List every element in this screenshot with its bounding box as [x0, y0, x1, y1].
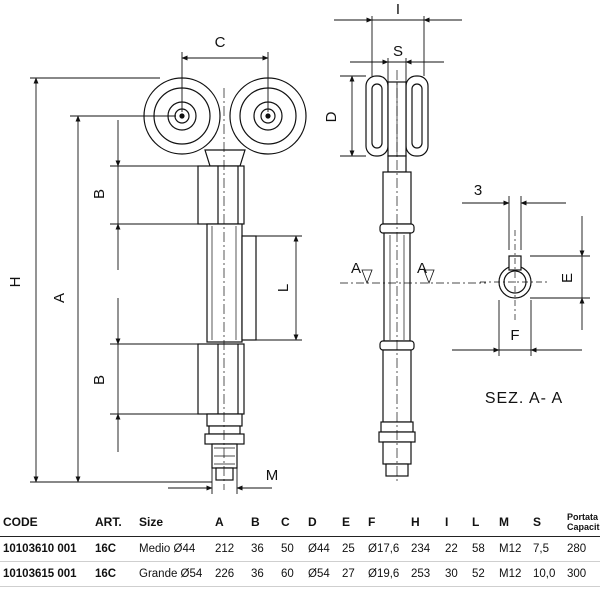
section-title: SEZ. A- A [485, 390, 563, 407]
cell-b: 36 [248, 561, 278, 587]
cell-f: Ø19,6 [365, 561, 408, 587]
cell-s: 10,0 [530, 561, 564, 587]
cell-art: 16C [92, 561, 136, 587]
cell-a: 226 [212, 561, 248, 587]
label-m: M [266, 467, 279, 484]
cell-l: 52 [469, 561, 496, 587]
label-f: F [510, 327, 519, 344]
header-capacity-line2: Capacit [567, 522, 600, 532]
section-mark-left: A [351, 260, 361, 277]
header-m: M [496, 508, 530, 537]
header-b: B [248, 508, 278, 537]
cell-d: Ø44 [305, 536, 339, 562]
section-dimensions [452, 196, 590, 356]
section-a-a [480, 230, 548, 320]
header-e: E [339, 508, 365, 537]
cell-h: 253 [408, 561, 442, 587]
label-h: H [7, 277, 24, 288]
header-capacity-line1: Portata [567, 512, 599, 522]
cell-m: M12 [496, 561, 530, 587]
header-art: ART. [92, 508, 136, 537]
cell-code: 10103615 001 [0, 561, 92, 587]
cell-code: 10103610 001 [0, 536, 92, 562]
label-l: L [275, 284, 292, 292]
cell-art: 16C [92, 536, 136, 562]
header-size: Size [136, 508, 212, 537]
label-three: 3 [474, 182, 482, 199]
header-a: A [212, 508, 248, 537]
label-b-top: B [91, 189, 108, 199]
label-c: C [215, 34, 226, 51]
cell-i: 22 [442, 536, 469, 562]
label-e: E [559, 273, 576, 283]
header-c: C [278, 508, 305, 537]
section-mark-right: A [417, 260, 427, 277]
cell-capacity: 280 [564, 536, 600, 562]
label-i: I [396, 1, 400, 18]
table-row: 10103610 001 16C Medio Ø44 212 36 50 Ø44… [0, 536, 600, 562]
cell-b: 36 [248, 536, 278, 562]
label-s: S [393, 43, 403, 60]
cell-size: Medio Ø44 [136, 536, 212, 562]
header-code: CODE [0, 508, 92, 537]
cell-capacity: 300 [564, 561, 600, 587]
cell-f: Ø17,6 [365, 536, 408, 562]
cell-h: 234 [408, 536, 442, 562]
cell-size: Grande Ø54 [136, 561, 212, 587]
cell-a: 212 [212, 536, 248, 562]
header-d: D [305, 508, 339, 537]
header-h: H [408, 508, 442, 537]
cell-s: 7,5 [530, 536, 564, 562]
front-dimensions [30, 52, 302, 494]
header-i: I [442, 508, 469, 537]
spec-table: CODE ART. Size A B C D E F H I L M S Por… [0, 508, 600, 587]
header-l: L [469, 508, 496, 537]
cell-c: 60 [278, 561, 305, 587]
cell-e: 27 [339, 561, 365, 587]
label-a: A [51, 293, 68, 303]
technical-drawing: C I S D B B H A L M 3 E F A A SEZ. A- A [7, 1, 590, 494]
side-dimensions [334, 16, 462, 157]
table-header-row: CODE ART. Size A B C D E F H I L M S Por… [0, 508, 600, 537]
table-row: 10103615 001 16C Grande Ø54 226 36 60 Ø5… [0, 561, 600, 587]
cell-i: 30 [442, 561, 469, 587]
side-view [340, 70, 486, 484]
cell-e: 25 [339, 536, 365, 562]
cell-c: 50 [278, 536, 305, 562]
label-b-bottom: B [91, 375, 108, 385]
cell-l: 58 [469, 536, 496, 562]
header-f: F [365, 508, 408, 537]
cell-m: M12 [496, 536, 530, 562]
cell-d: Ø54 [305, 561, 339, 587]
header-s: S [530, 508, 564, 537]
label-d: D [323, 111, 340, 122]
